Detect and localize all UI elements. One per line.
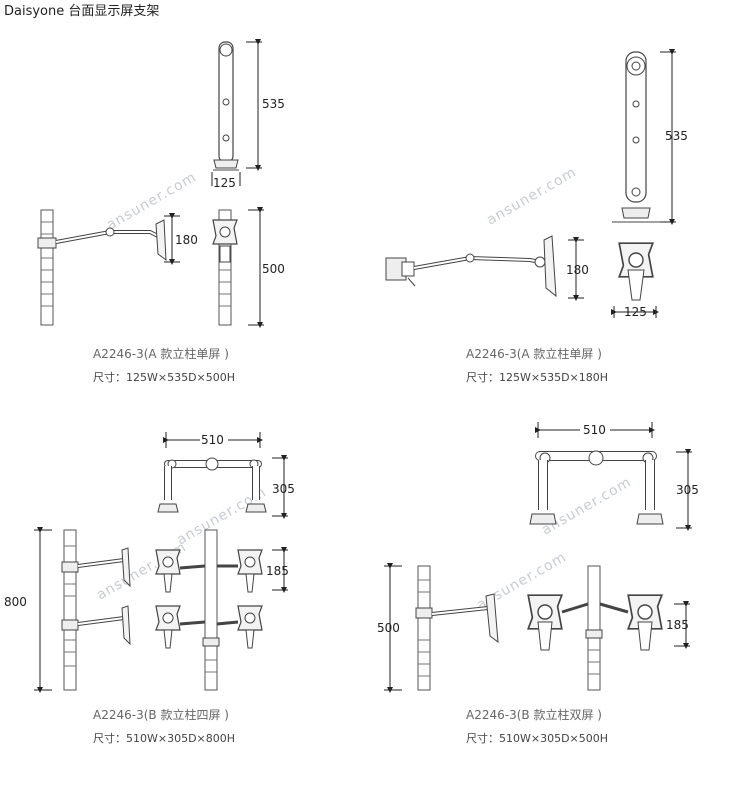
dim-width: 510: [201, 433, 224, 447]
panel-2-drawing: 535 180 125: [385, 49, 688, 319]
dim-screen-height: 180: [566, 263, 589, 277]
panel-1-model: A2246-3(A 款立柱单屏 ): [93, 347, 229, 361]
dim-screen-height: 185: [666, 618, 689, 632]
panel-3-size: 尺寸：510W×305D×800H: [93, 732, 236, 745]
dim-depth: 305: [676, 483, 699, 497]
dim-base-width: 125: [213, 176, 236, 190]
dim-depth: 305: [272, 482, 295, 496]
panel-3-model: A2246-3(B 款立柱四屏 ): [93, 708, 229, 722]
dim-pole-height: 535: [665, 129, 688, 143]
panel-1-size: 尺寸：125W×535D×500H: [93, 371, 236, 384]
dim-screen-height: 180: [175, 233, 198, 247]
panel-4-drawing: 510 305 500: [377, 422, 699, 693]
panel-4-size: 尺寸：510W×305D×500H: [466, 732, 609, 745]
watermark: ansuner.com: [104, 169, 199, 233]
panel-1-drawing: 535 125 180: [37, 39, 285, 328]
page-title: Daisyone 台面显示屏支架: [4, 4, 160, 19]
panel-2-size: 尺寸：125W×535D×180H: [466, 371, 609, 384]
dim-total-height: 800: [4, 595, 27, 609]
panel-3-drawing: 510 305 800: [4, 432, 295, 693]
panel-4-model: A2246-3(B 款立柱双屏 ): [466, 708, 602, 722]
watermark: ansuner.com: [484, 164, 579, 228]
dim-total-height: 500: [377, 621, 400, 635]
watermark: ansuner.com: [539, 474, 634, 538]
dim-width: 510: [583, 423, 606, 437]
dim-screen-height: 185: [266, 564, 289, 578]
dim-base-width: 125: [624, 305, 647, 319]
panel-2-model: A2246-3(A 款立柱单屏 ): [466, 347, 602, 361]
dim-total-height: 500: [262, 262, 285, 276]
dim-pole-height: 535: [262, 97, 285, 111]
